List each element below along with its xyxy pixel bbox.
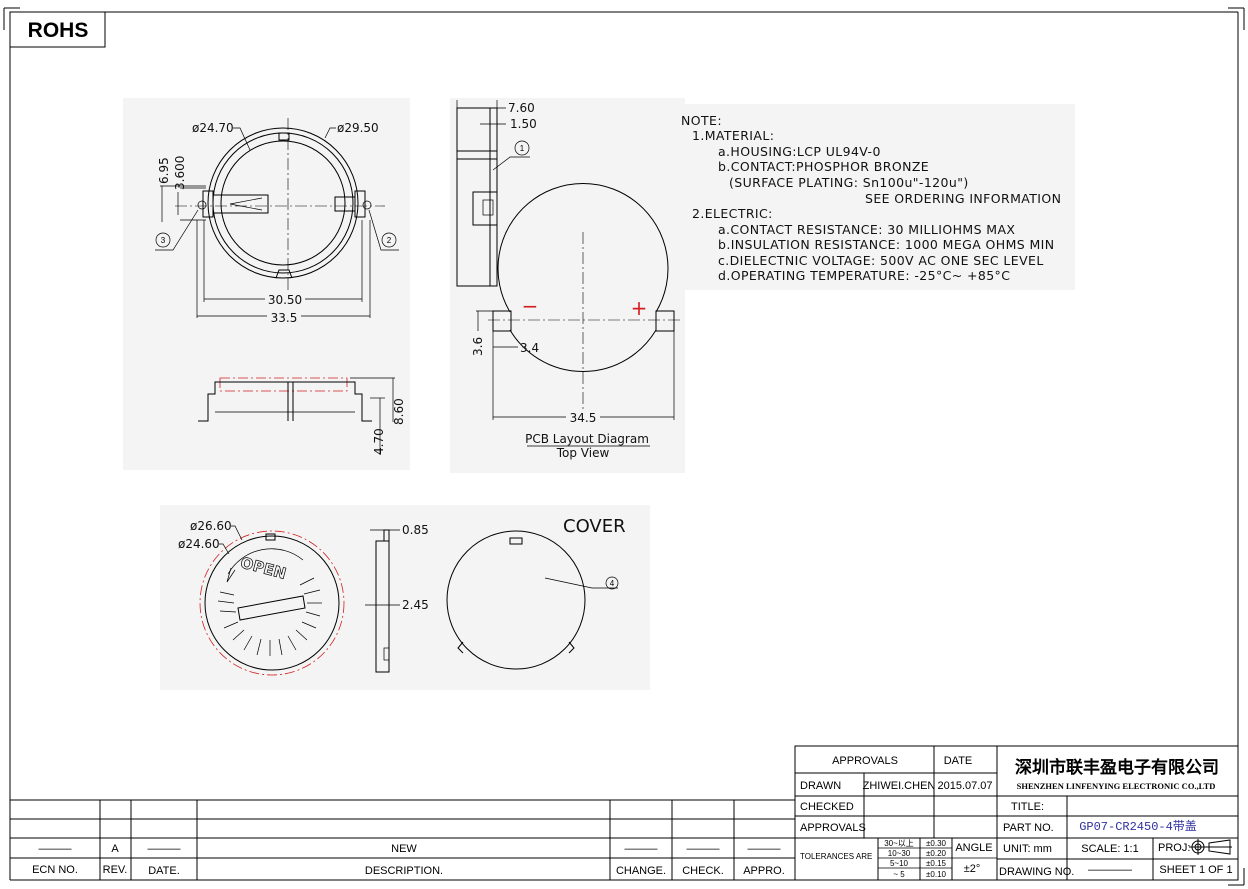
tolerance-range: ~ 5 (893, 870, 905, 879)
note-line: b.CONTACT:PHOSPHOR BRONZE (718, 159, 929, 174)
rev-description-value: NEW (391, 843, 417, 855)
tolerance-range: 30~以上 (884, 839, 914, 848)
third-angle-projection-icon (1189, 839, 1232, 855)
note-line: NOTE: (681, 113, 722, 128)
rohs-badge: ROHS (9, 11, 106, 48)
company-name-cn: 深圳市联丰盈电子有限公司 (1015, 757, 1219, 777)
note-line: a.CONTACT RESISTANCE: 30 MILLIOHMS MAX (718, 222, 1015, 237)
negative-terminal-mark: − (522, 294, 539, 318)
rev-date-value: ——— (148, 843, 181, 855)
dim-height-4-70: 4.70 (372, 428, 386, 455)
rev-ecn-value: ——— (39, 843, 72, 855)
tolerance-value: ±0.20 (926, 849, 947, 858)
approvals-header: APPROVALS (832, 755, 898, 767)
dim-width-33-5: 33.5 (271, 311, 298, 325)
header-description: DESCRIPTION. (365, 865, 443, 877)
dim-thickness-2-45: 2.45 (402, 598, 429, 612)
part-no-label: PART NO. (1003, 822, 1054, 834)
dim-diameter-24-60: ø24.60 (178, 537, 220, 551)
notes-block: NOTE: 1.MATERIAL: a.HOUSING:LCP UL94V-0 … (675, 104, 1075, 290)
title-block: APPROVALS DATE DRAWN ZHIWEI.CHEN 2015.07… (794, 745, 1239, 881)
angle-value: ±2° (964, 863, 981, 875)
cover-outline-view: COVER 4 (446, 516, 626, 670)
callout-3: 3 (161, 236, 166, 245)
dim-diameter-29-50: ø29.50 (337, 121, 379, 135)
positive-terminal-mark: + (631, 296, 648, 320)
pcb-layout-view: − + 3.6 3.4 34.5 PCB Layout Diagram Top … (471, 183, 680, 460)
rev-change-value: ——— (625, 843, 658, 855)
tolerances-label: TOLERANCES ARE (800, 852, 872, 861)
cover-side-view: 0.85 2.45 (365, 523, 429, 673)
projection-label: PROJ: (1158, 842, 1190, 854)
note-line: b.INSULATION RESISTANCE: 1000 MEGA OHMS … (718, 237, 1055, 252)
cover-grip-slots (217, 577, 322, 656)
drawn-date: 2015.07.07 (937, 780, 992, 792)
rev-check-value: ——— (687, 843, 720, 855)
date-header: DATE (944, 755, 973, 767)
tolerance-range: 5~10 (890, 859, 909, 868)
sheet-number: SHEET 1 OF 1 (1159, 864, 1232, 876)
dim-width-1-50: 1.50 (510, 117, 537, 131)
title-label: TITLE: (1011, 801, 1044, 813)
dim-height-3-600: 3.600 (173, 156, 187, 190)
note-line: d.OPERATING TEMPERATURE: -25°C~ +85°C (718, 268, 1010, 283)
dim-span-34-5: 34.5 (570, 411, 597, 425)
dim-pad-width-3-4: 3.4 (520, 341, 539, 355)
tolerance-value: ±0.10 (926, 870, 947, 879)
callout-4: 4 (610, 579, 615, 588)
checked-label: CHECKED (800, 801, 854, 813)
rev-value: A (111, 843, 119, 855)
dim-diameter-24-70: ø24.70 (192, 121, 234, 135)
header-date: DATE. (148, 865, 180, 877)
note-line: c.DIELECTNIC VOLTAGE: 500V AC ONE SEC LE… (718, 253, 1044, 268)
tolerance-value: ±0.15 (926, 859, 947, 868)
note-line: (SURFACE PLATING: Sn100u"-120u") (729, 175, 969, 190)
header-rev: REV. (103, 864, 128, 876)
rohs-label: ROHS (28, 19, 89, 42)
dim-height-6-95: 6.95 (157, 157, 171, 184)
tolerance-range: 10~30 (888, 849, 911, 858)
dim-pad-height-3-6: 3.6 (471, 337, 485, 356)
header-appro: APPRO. (743, 865, 785, 877)
header-ecn-no: ECN NO. (32, 864, 78, 876)
dim-height-8-60: 8.60 (392, 398, 406, 425)
dim-width-30-50: 30.50 (268, 293, 302, 307)
pcb-layout-subcaption: Top View (556, 446, 610, 460)
revision-table: ——— A ——— NEW ——— ——— ——— ECN NO. REV. D… (10, 799, 795, 880)
drawn-by: ZHIWEI.CHEN (863, 780, 936, 792)
holder-top-view: 6.95 3.600 ø24.70 ø29.50 3 2 30.50 33.5 (123, 98, 410, 470)
unit-label: UNIT: mm (1003, 843, 1052, 855)
callout-1: 1 (520, 144, 525, 153)
tolerance-value: ±0.30 (926, 839, 947, 848)
drawing-no-label: DRAWING NO. (999, 866, 1074, 878)
dim-width-7-60: 7.60 (508, 101, 535, 115)
callout-2: 2 (387, 236, 392, 245)
header-check: CHECK. (682, 865, 724, 877)
rev-appro-value: ——— (748, 843, 781, 855)
dim-diameter-26-60: ø26.60 (190, 519, 232, 533)
note-line: SEE ORDERING INFORMATION (865, 191, 1061, 206)
drawing-number: ———— (1088, 864, 1132, 876)
scale-label: SCALE: 1:1 (1081, 843, 1138, 855)
cover-top-view: OPEN ø26.60 ø24.60 (160, 505, 650, 690)
note-line: a.HOUSING:LCP UL94V-0 (718, 144, 881, 159)
note-line: 2.ELECTRIC: (692, 206, 773, 221)
drawn-label: DRAWN (800, 780, 841, 792)
approvals-label: APPROVALS (800, 822, 866, 834)
holder-front-view: 8.60 4.70 (198, 377, 406, 455)
note-line: 1.MATERIAL: (692, 128, 774, 143)
company-name-en: SHENZHEN LINFENYING ELECTRONIC CO.,LTD (1017, 781, 1216, 791)
part-number: GP07-CR2450-4带盖 (1079, 819, 1197, 834)
angle-label: ANGLE (955, 842, 992, 854)
pcb-layout-caption: PCB Layout Diagram (525, 432, 649, 446)
dim-thickness-0-85: 0.85 (402, 523, 429, 537)
header-change: CHANGE. (616, 865, 666, 877)
cover-title: COVER (563, 516, 626, 537)
